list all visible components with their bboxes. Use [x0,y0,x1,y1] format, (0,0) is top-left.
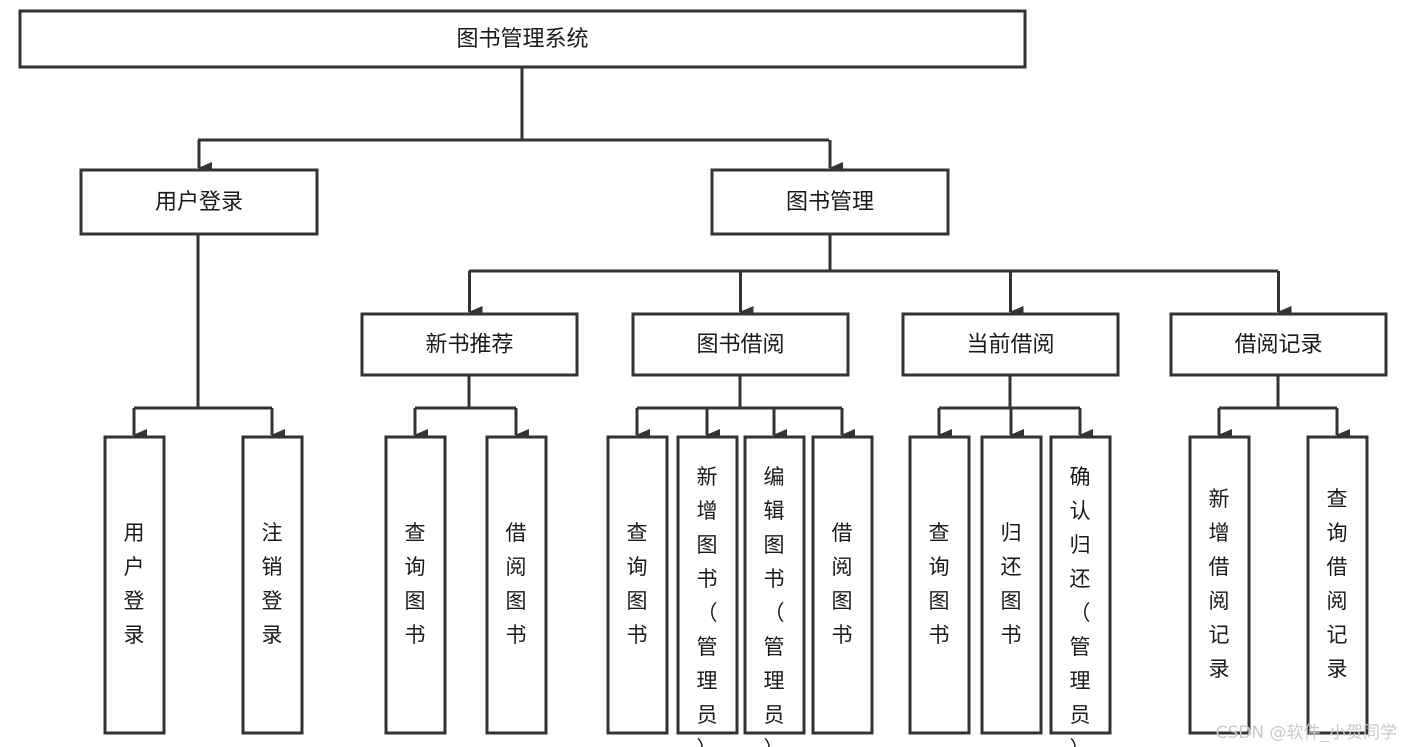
node-level2-2[interactable]: 当前借阅 [901,312,1120,377]
node-box[interactable] [79,168,319,236]
node-label: 用户登录 [155,190,243,215]
node-box[interactable] [710,168,950,236]
node-root-0[interactable]: 图书管理系统 [18,9,1027,69]
node-label: 归还图书 [1001,521,1023,647]
node-box[interactable] [18,9,1027,69]
node-box[interactable] [743,435,806,735]
node-box[interactable] [901,312,1120,377]
node-leaf-5[interactable]: 新增图书（管理员） [676,435,739,747]
node-label: 查询图书 [627,521,649,647]
node-level1-1[interactable]: 图书管理 [710,168,950,236]
node-label: 当前借阅 [966,333,1054,358]
node-box[interactable] [811,435,874,735]
node-leaf-3[interactable]: 借阅图书 [485,435,548,735]
node-label: 查询图书 [405,521,427,647]
node-level2-0[interactable]: 新书推荐 [360,312,579,377]
node-label: 借阅记录 [1234,333,1322,358]
node-leaf-9[interactable]: 归还图书 [980,435,1043,735]
node-box[interactable] [1306,435,1369,735]
node-label: 确认归还（管理员） [1070,465,1092,747]
node-label: 新增图书（管理员） [697,465,719,747]
node-leaf-7[interactable]: 借阅图书 [811,435,874,735]
node-leaf-10[interactable]: 确认归还（管理员） [1049,435,1112,747]
node-label: 查询借阅记录 [1327,487,1349,681]
node-label: 编辑图书（管理员） [764,465,786,747]
node-box[interactable] [631,312,850,377]
node-label: 图书管理系统 [456,27,588,52]
node-label: 注销登录 [262,521,284,647]
node-box[interactable] [485,435,548,735]
node-box[interactable] [1049,435,1112,735]
node-level2-1[interactable]: 图书借阅 [631,312,850,377]
node-leaf-11[interactable]: 新增借阅记录 [1188,435,1251,735]
csdn-watermark: CSDN @软件_小贺同学 [1215,723,1397,743]
node-box[interactable] [241,435,304,735]
node-leaf-0[interactable]: 用户登录 [103,435,166,735]
node-level1-0[interactable]: 用户登录 [79,168,319,236]
node-label: 新增借阅记录 [1209,487,1231,681]
node-box[interactable] [676,435,739,735]
node-box[interactable] [980,435,1043,735]
node-box[interactable] [908,435,971,735]
node-box[interactable] [1169,312,1388,377]
node-label: 借阅图书 [506,521,528,647]
node-label: 新书推荐 [425,333,513,358]
node-leaf-1[interactable]: 注销登录 [241,435,304,735]
node-leaf-2[interactable]: 查询图书 [384,435,447,735]
node-leaf-8[interactable]: 查询图书 [908,435,971,735]
connector-edges [132,67,1350,441]
node-leaf-12[interactable]: 查询借阅记录 [1306,435,1369,735]
node-box[interactable] [384,435,447,735]
node-label: 图书借阅 [696,333,784,358]
node-box[interactable] [103,435,166,735]
node-box[interactable] [1188,435,1251,735]
node-level2-3[interactable]: 借阅记录 [1169,312,1388,377]
node-label: 借阅图书 [832,521,854,647]
node-label: 查询图书 [929,521,951,647]
node-leaf-6[interactable]: 编辑图书（管理员） [743,435,806,747]
node-label: 用户登录 [124,521,146,647]
node-box[interactable] [606,435,669,735]
node-box[interactable] [360,312,579,377]
node-leaf-4[interactable]: 查询图书 [606,435,669,735]
node-label: 图书管理 [786,190,874,215]
node-boxes: 图书管理系统用户登录图书管理新书推荐图书借阅当前借阅借阅记录用户登录注销登录查询… [18,9,1388,747]
